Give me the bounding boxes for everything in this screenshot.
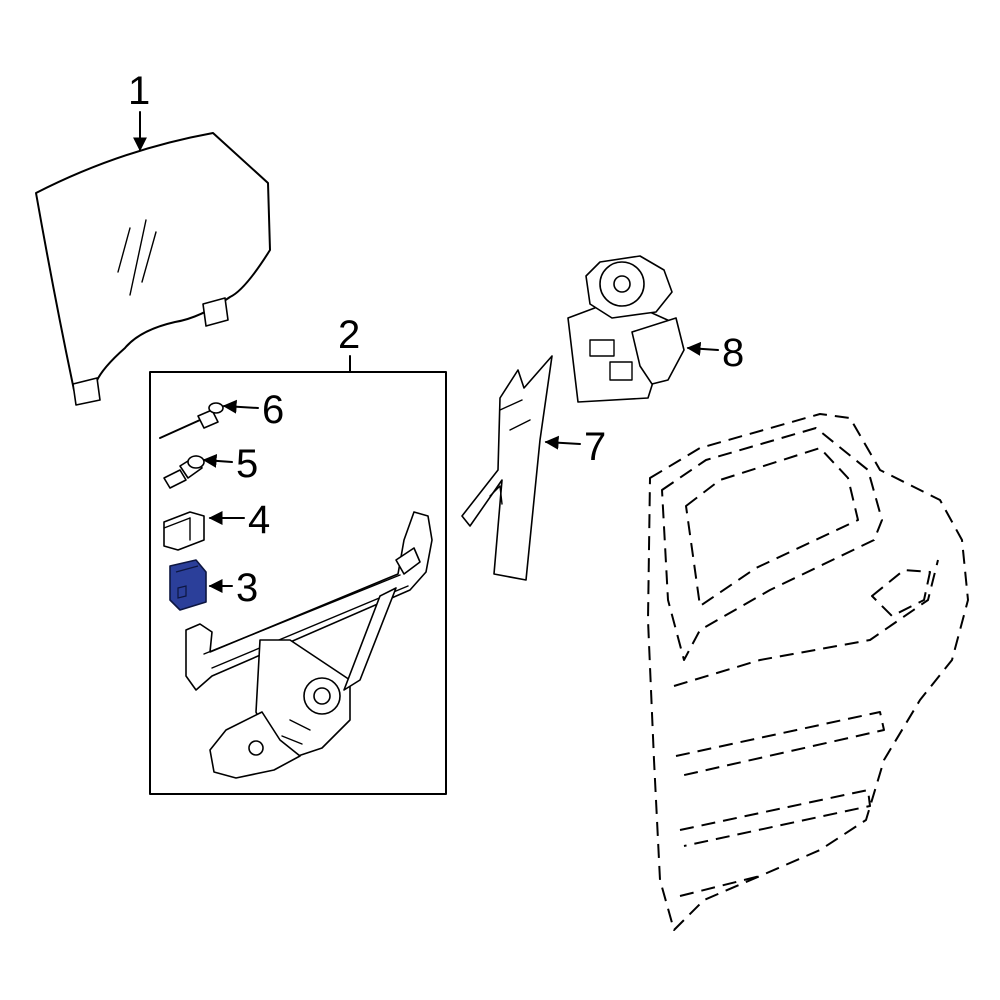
bolt-part-5[interactable] (163, 455, 205, 489)
leader-arrow-8 (686, 341, 719, 356)
callout-7: 7 (584, 425, 606, 469)
callout-2: 2 (338, 313, 360, 357)
glass-clip-part-3[interactable] (169, 559, 207, 611)
clip-part-4[interactable] (163, 511, 205, 551)
door-glass-part-1[interactable] (35, 132, 271, 406)
rivet-part-6[interactable] (159, 402, 224, 439)
window-regulator-assembly[interactable] (185, 511, 433, 779)
regulator-kit-box-2 (149, 371, 447, 795)
callout-5: 5 (236, 442, 258, 486)
leader-arrow-6 (222, 399, 259, 414)
rear-door-outline (647, 413, 969, 931)
window-motor-part-8[interactable] (567, 255, 685, 403)
callout-6: 6 (262, 388, 284, 432)
leader-arrow-5 (202, 453, 233, 468)
guide-rail-part-7[interactable] (461, 355, 553, 581)
callout-4: 4 (248, 498, 270, 542)
leader-arrow-7 (544, 435, 581, 450)
callout-1: 1 (128, 69, 150, 113)
callout-8: 8 (722, 331, 744, 375)
callout-3: 3 (236, 566, 258, 610)
